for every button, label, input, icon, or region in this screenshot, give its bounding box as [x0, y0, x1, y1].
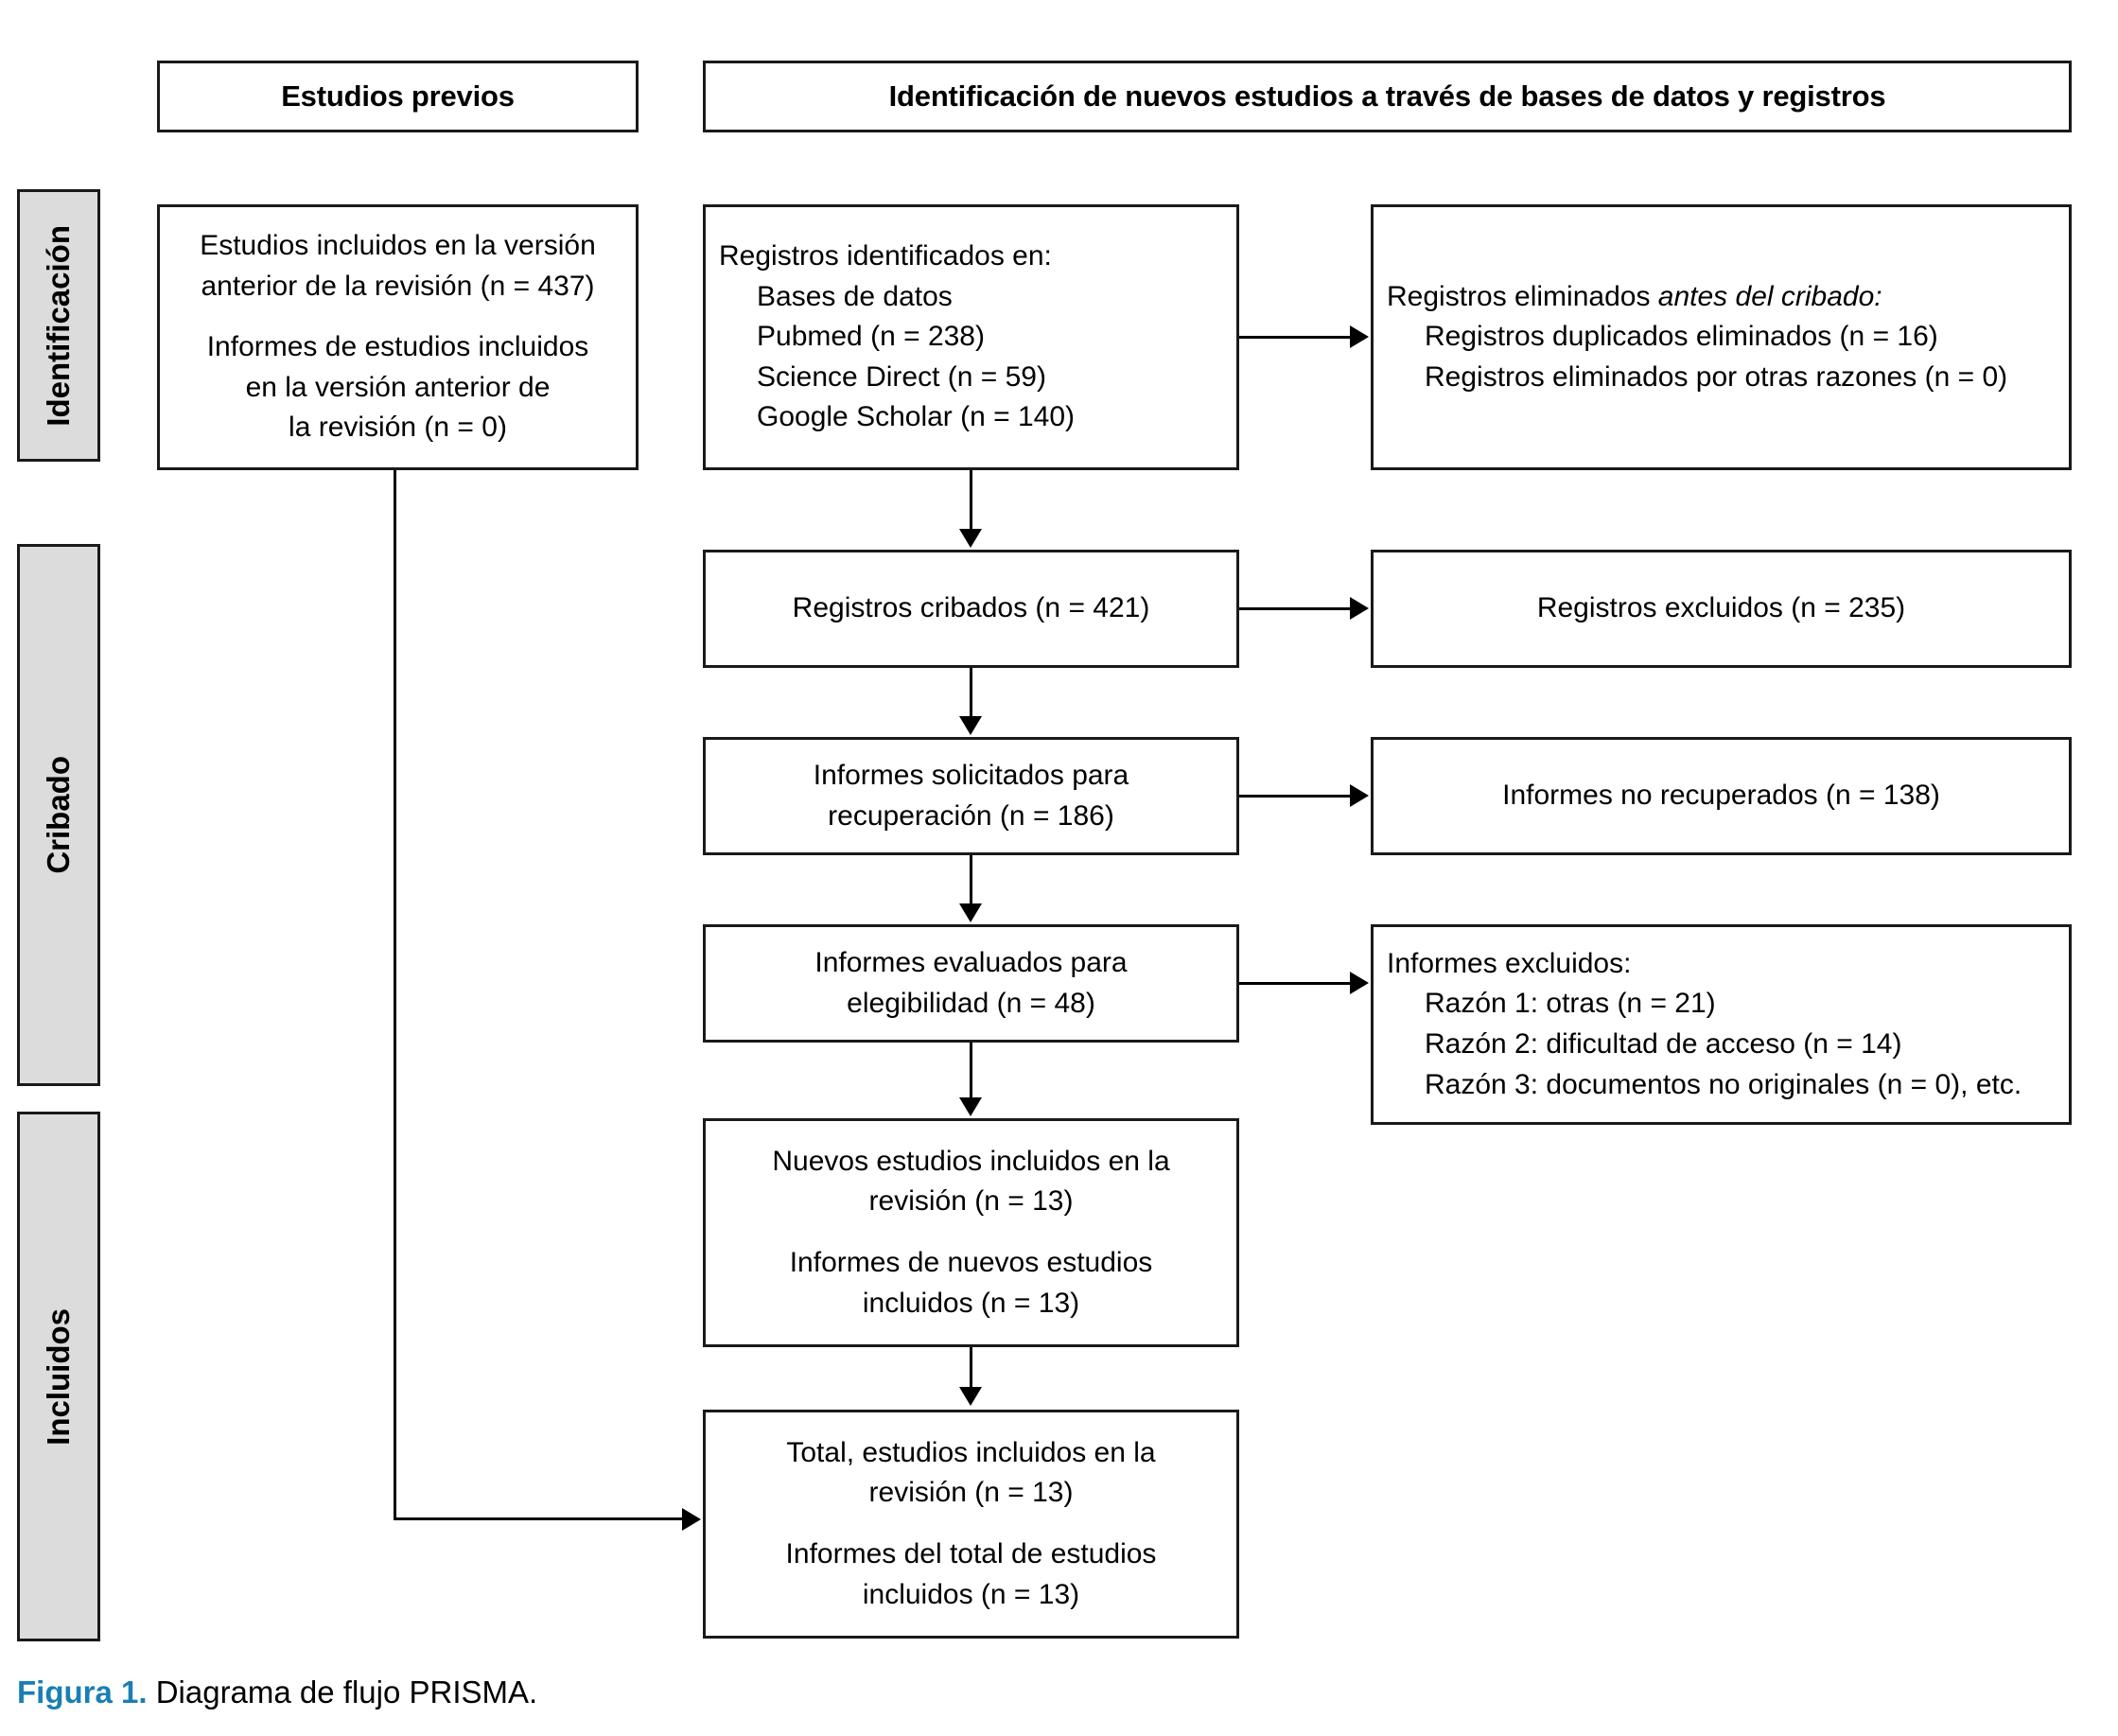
new-included-line2: revisión (n = 13) [868, 1185, 1074, 1218]
previous-included-line3: Informes de estudios incluidos [206, 331, 589, 363]
connector-previous-to-total-horizontal [394, 1517, 684, 1520]
box-reports-excluded: Informes excluidos: Razón 1: otras (n = … [1371, 924, 2072, 1125]
reports-excluded-item2: Razón 2: dificultad de acceso (n = 14) [1425, 1028, 1902, 1060]
connector-screened-to-excluded [1239, 607, 1352, 610]
arrow-identified-to-removed [1350, 325, 1369, 348]
records-identified-item3: Science Direct (n = 59) [757, 360, 1046, 393]
box-records-identified: Registros identificados en: Bases de dat… [703, 204, 1239, 470]
stage-label-incluidos: Incluidos [41, 1307, 76, 1446]
arrow-assessed-to-reports-excluded [1350, 972, 1369, 994]
previous-included-line5: la revisión (n = 0) [289, 412, 507, 444]
total-included-line3: Informes del total de estudios [785, 1538, 1157, 1569]
box-previous-included-studies: Estudios incluidos en la versión anterio… [157, 204, 639, 470]
new-included-line3: Informes de nuevos estudios [789, 1247, 1153, 1278]
previous-included-line4: en la versión anterior de [245, 371, 551, 403]
stage-bar-cribado: Cribado [17, 544, 100, 1086]
previous-included-line2: anterior de la revisión (n = 437) [201, 270, 595, 302]
new-included-line1: Nuevos estudios incluidos en la [772, 1145, 1170, 1177]
connector-sought-to-assessed [970, 855, 972, 905]
total-included-line1: Total, estudios incluidos en la [786, 1436, 1156, 1468]
arrow-screened-to-sought [959, 716, 982, 735]
records-identified-item1: Bases de datos [757, 280, 953, 312]
header-previous-studies-label: Estudios previos [281, 79, 515, 113]
new-included-line4: incluidos (n = 13) [862, 1287, 1080, 1319]
records-removed-item1: Registros duplicados eliminados (n = 16) [1425, 321, 1938, 353]
reports-not-retrieved-label: Informes no recuperados (n = 138) [1502, 780, 1940, 812]
connector-screened-to-sought [970, 668, 972, 718]
records-removed-item2: Registros eliminados por otras razones (… [1425, 360, 2008, 393]
connector-assessed-to-new-included [970, 1043, 972, 1097]
box-total-included: Total, estudios incluidos en la revisión… [703, 1410, 1239, 1639]
box-reports-assessed: Informes evaluados para elegibilidad (n … [703, 924, 1239, 1043]
arrow-assessed-to-new-included [959, 1097, 982, 1116]
reports-excluded-title: Informes excluidos: [1387, 947, 1632, 979]
arrow-screened-to-excluded [1350, 597, 1369, 620]
connector-identified-to-removed [1239, 336, 1352, 339]
figure-caption: Figura 1. Diagrama de flujo PRISMA. [17, 1675, 537, 1710]
connector-new-included-to-total [970, 1347, 972, 1389]
figure-caption-label: Figura 1. [17, 1675, 148, 1710]
arrow-previous-to-total [682, 1508, 701, 1531]
stage-bar-identificacion: Identificación [17, 189, 100, 462]
box-records-excluded: Registros excluidos (n = 235) [1371, 550, 2072, 668]
arrow-sought-to-not-retrieved [1350, 784, 1369, 807]
connector-previous-to-total-vertical [394, 470, 396, 1520]
reports-assessed-line2: elegibilidad (n = 48) [847, 987, 1095, 1019]
total-included-line2: revisión (n = 13) [868, 1477, 1074, 1509]
reports-excluded-item3: Razón 3: documentos no originales (n = 0… [1425, 1068, 2022, 1100]
stage-label-cribado: Cribado [41, 756, 76, 874]
records-identified-title: Registros identificados en: [719, 240, 1052, 272]
connector-assessed-to-reports-excluded [1239, 982, 1352, 985]
box-reports-sought: Informes solicitados para recuperación (… [703, 737, 1239, 855]
header-previous-studies: Estudios previos [157, 61, 639, 132]
records-identified-item2: Pubmed (n = 238) [757, 321, 985, 353]
header-new-studies: Identificación de nuevos estudios a trav… [703, 61, 2072, 132]
records-identified-item4: Google Scholar (n = 140) [757, 401, 1076, 433]
records-excluded-label: Registros excluidos (n = 235) [1536, 592, 1906, 624]
stage-bar-incluidos: Incluidos [17, 1112, 100, 1641]
arrow-identified-to-screened [959, 529, 982, 548]
reports-sought-line1: Informes solicitados para [813, 759, 1129, 791]
records-screened-label: Registros cribados (n = 421) [792, 592, 1150, 624]
records-removed-title-plain: Registros eliminados [1387, 280, 1658, 312]
header-new-studies-label: Identificación de nuevos estudios a trav… [888, 79, 1886, 113]
records-removed-title-italic: antes del cribado: [1657, 280, 1882, 312]
stage-label-identificacion: Identificación [41, 224, 76, 427]
total-included-line4: incluidos (n = 13) [862, 1578, 1080, 1610]
reports-assessed-line1: Informes evaluados para [814, 946, 1128, 978]
box-new-studies-included: Nuevos estudios incluidos en la revisión… [703, 1118, 1239, 1347]
reports-excluded-item1: Razón 1: otras (n = 21) [1425, 988, 1716, 1020]
figure-caption-text: Diagrama de flujo PRISMA. [155, 1675, 538, 1710]
previous-included-line1: Estudios incluidos en la versión [200, 230, 596, 262]
reports-sought-line2: recuperación (n = 186) [828, 799, 1114, 832]
box-records-screened: Registros cribados (n = 421) [703, 550, 1239, 668]
connector-sought-to-not-retrieved [1239, 795, 1352, 798]
arrow-sought-to-assessed [959, 903, 982, 922]
box-records-removed: Registros eliminados antes del cribado: … [1371, 204, 2072, 470]
box-reports-not-retrieved: Informes no recuperados (n = 138) [1371, 737, 2072, 855]
arrow-new-included-to-total [959, 1387, 982, 1406]
connector-identified-to-screened [970, 470, 972, 531]
records-removed-title: Registros eliminados antes del cribado: [1387, 277, 2056, 318]
